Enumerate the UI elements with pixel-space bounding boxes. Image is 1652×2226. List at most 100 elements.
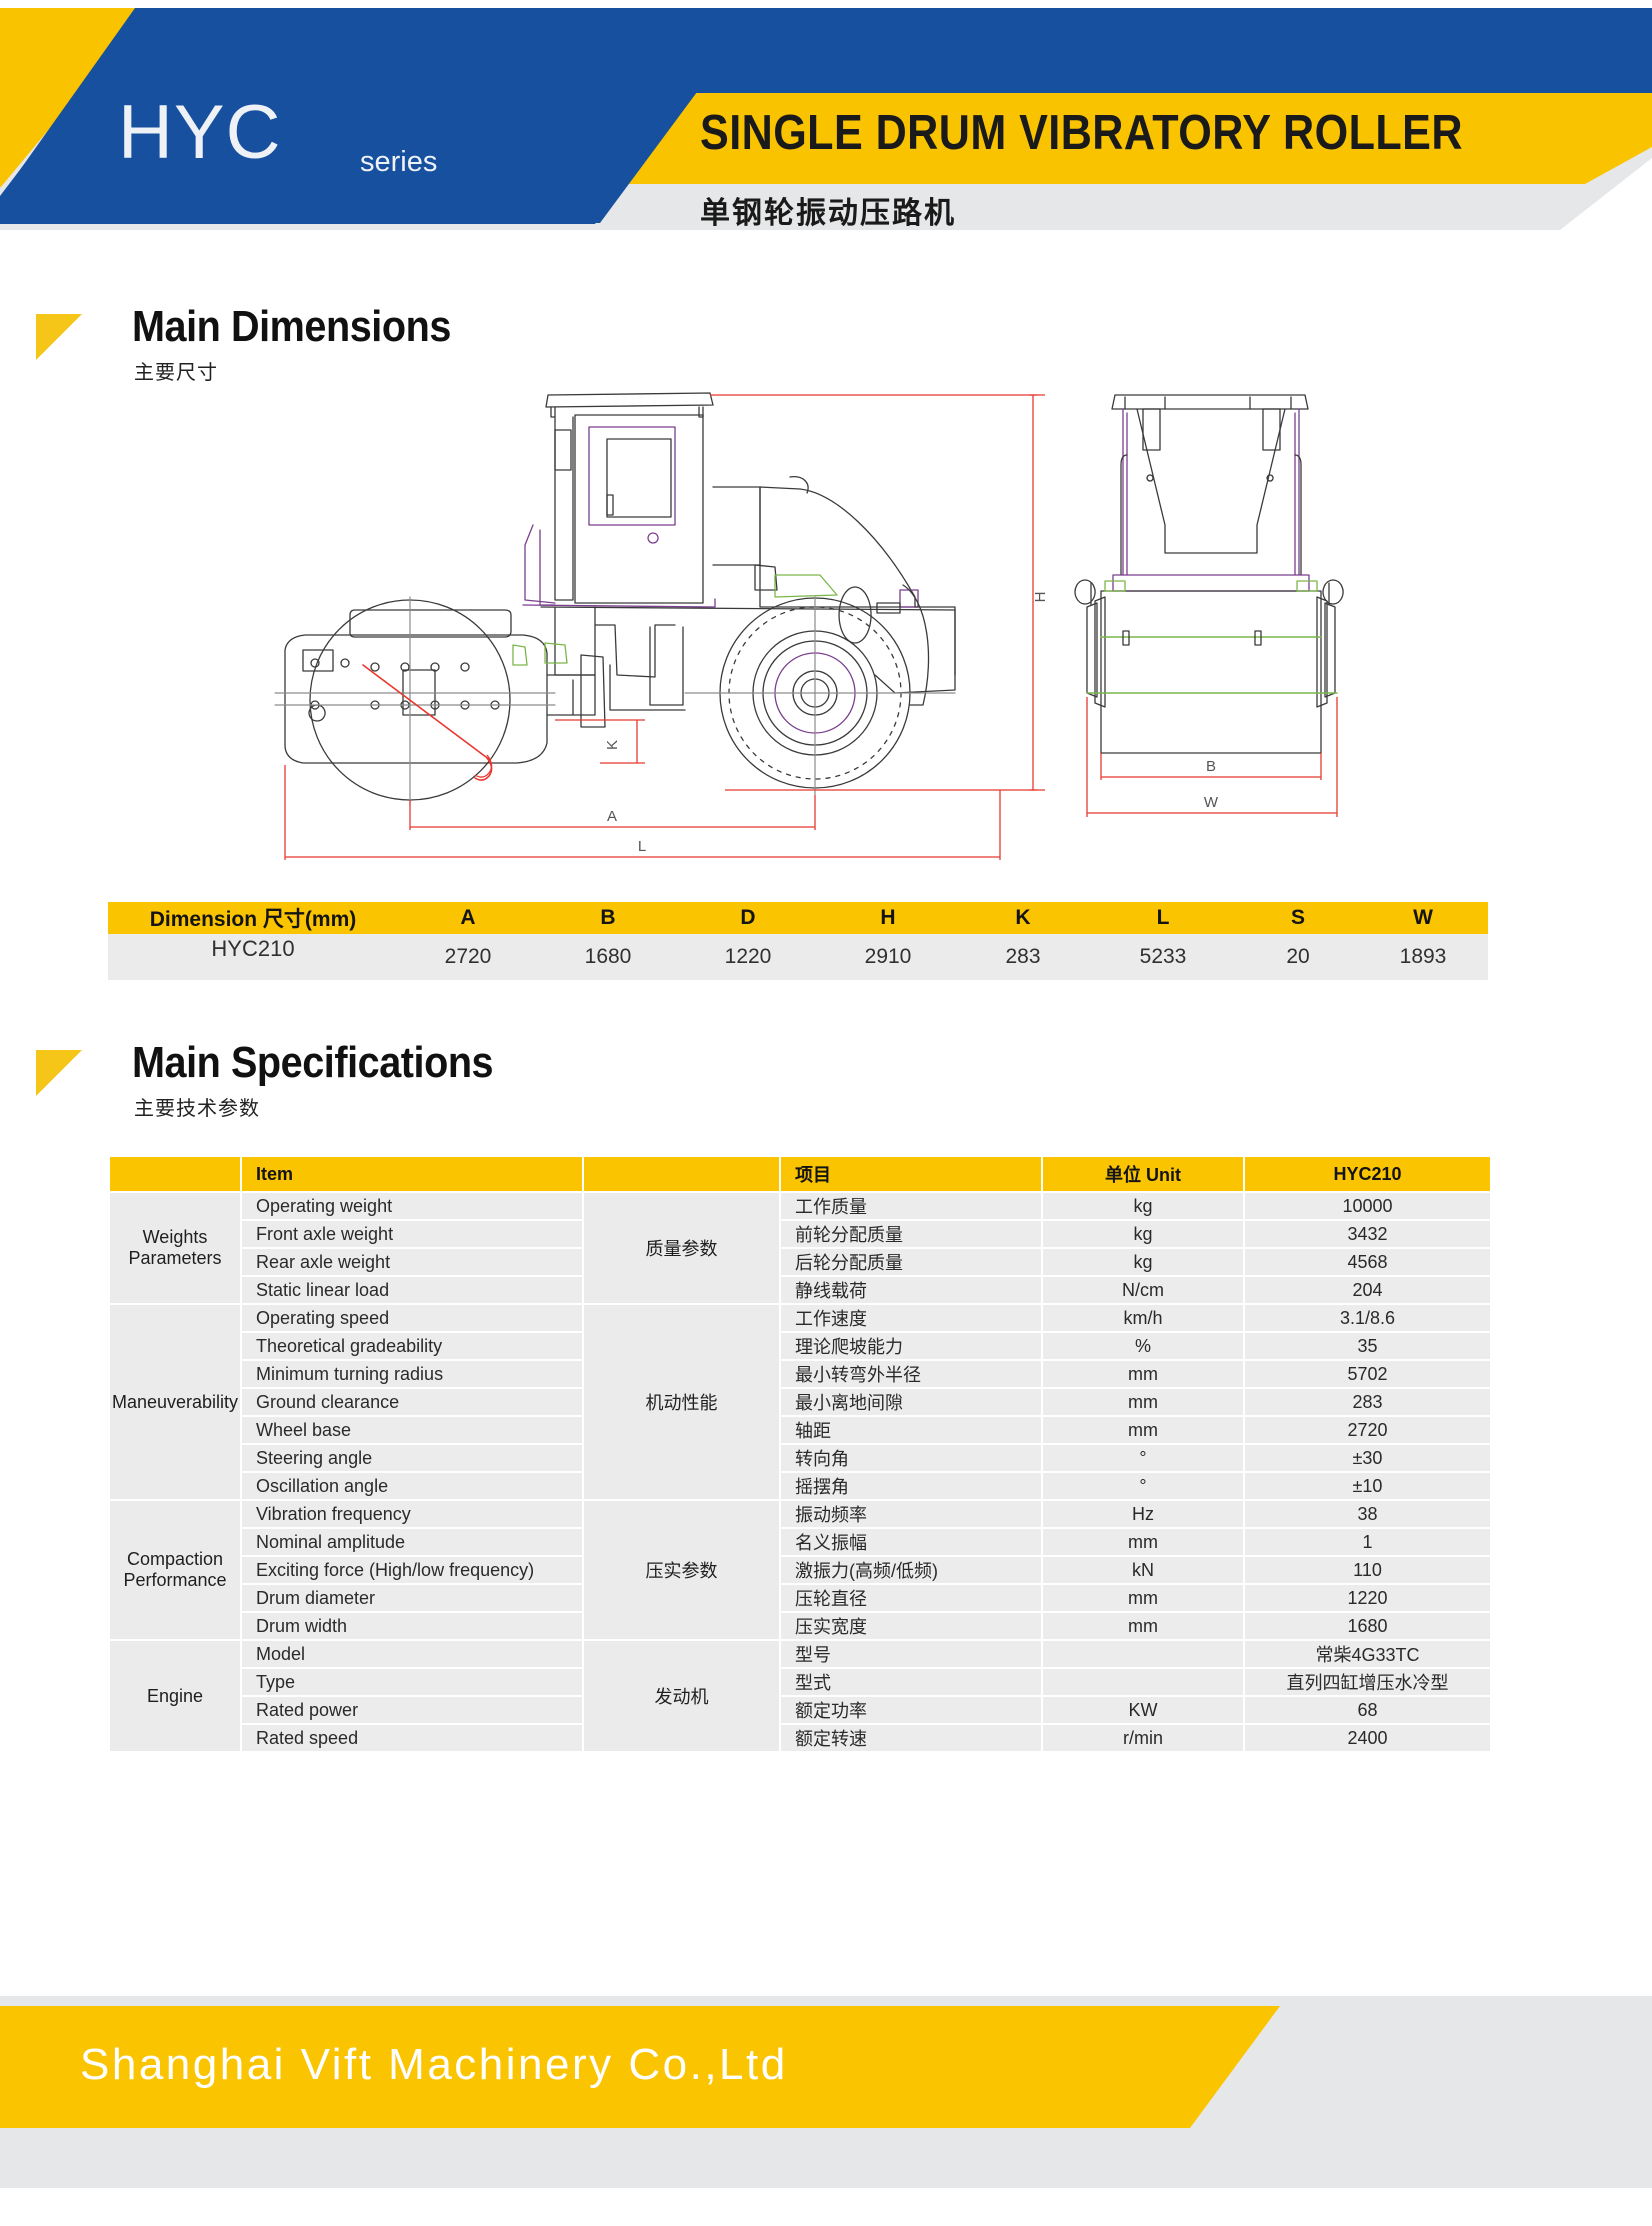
spec-item-en: Operating weight: [242, 1193, 582, 1219]
spec-unit: N/cm: [1043, 1277, 1243, 1303]
spec-item-cn: 振动频率: [781, 1501, 1041, 1527]
spec-item-en: Rated power: [242, 1697, 582, 1723]
dimension-value-B: 1680: [538, 934, 678, 980]
dimension-col-B: B: [538, 902, 678, 934]
spec-unit: %: [1043, 1333, 1243, 1359]
spec-item-cn: 额定转速: [781, 1725, 1041, 1751]
spec-value: 直列四缸增压水冷型: [1245, 1669, 1490, 1695]
spec-unit: mm: [1043, 1585, 1243, 1611]
spec-group-label-cn: 压实参数: [584, 1501, 779, 1639]
dimension-value-W: 1893: [1358, 934, 1488, 980]
triangle-bullet-icon: [36, 314, 82, 360]
technical-drawing: H K A L: [255, 375, 1415, 870]
table-row: Exciting force (High/low frequency) 激振力(高…: [110, 1557, 1490, 1583]
spec-unit: kN: [1043, 1557, 1243, 1583]
spec-group-label-en: Engine: [110, 1641, 240, 1751]
spec-header-item-en: Item: [242, 1157, 582, 1191]
spec-item-cn: 工作速度: [781, 1305, 1041, 1331]
spec-item-cn: 型式: [781, 1669, 1041, 1695]
spec-unit: [1043, 1669, 1243, 1695]
dimension-col-S: S: [1238, 902, 1358, 934]
spec-item-en: Oscillation angle: [242, 1473, 582, 1499]
spec-value: 2400: [1245, 1725, 1490, 1751]
header-yellow-title-band: [600, 92, 1652, 184]
section-title-en: Main Specifications: [132, 1038, 494, 1087]
spec-item-cn: 工作质量: [781, 1193, 1041, 1219]
dimension-col-W: W: [1358, 902, 1488, 934]
drawing-label-B: B: [1206, 758, 1216, 775]
spec-value: 4568: [1245, 1249, 1490, 1275]
brand-series-label: series: [360, 146, 438, 178]
spec-value: 110: [1245, 1557, 1490, 1583]
drawing-label-A: A: [607, 808, 617, 825]
spec-value: 68: [1245, 1697, 1490, 1723]
spec-unit: °: [1043, 1445, 1243, 1471]
spec-value: 常柴4G33TC: [1245, 1641, 1490, 1667]
spec-unit: kg: [1043, 1221, 1243, 1247]
dimension-value-H: 2910: [818, 934, 958, 980]
spec-unit: kg: [1043, 1249, 1243, 1275]
product-title-cn: 单钢轮振动压路机: [700, 197, 956, 230]
spec-item-en: Minimum turning radius: [242, 1361, 582, 1387]
spec-unit: °: [1043, 1473, 1243, 1499]
spec-group-label-en: Maneuverability: [110, 1305, 240, 1499]
drawing-label-H: H: [1032, 592, 1049, 603]
spec-value: 3432: [1245, 1221, 1490, 1247]
spec-item-cn: 名义振幅: [781, 1529, 1041, 1555]
spec-item-cn: 转向角: [781, 1445, 1041, 1471]
dimension-row-model: HYC210: [108, 934, 398, 980]
spec-group-label-cn: 发动机: [584, 1641, 779, 1751]
spec-table-header-row: Item 项目 单位 Unit HYC210: [110, 1157, 1490, 1191]
page-footer: Shanghai Vift Machinery Co.,Ltd: [0, 1996, 1652, 2188]
footer-company-name: Shanghai Vift Machinery Co.,Ltd: [80, 2040, 788, 2089]
spec-group-label-cn: 质量参数: [584, 1193, 779, 1303]
spec-header-model: HYC210: [1245, 1157, 1490, 1191]
spec-unit: mm: [1043, 1529, 1243, 1555]
spec-item-en: Drum diameter: [242, 1585, 582, 1611]
product-title-en: SINGLE DRUM VIBRATORY ROLLER: [700, 106, 1463, 160]
spec-item-en: Type: [242, 1669, 582, 1695]
drawing-label-W: W: [1204, 794, 1219, 811]
spec-value: ±30: [1245, 1445, 1490, 1471]
spec-header-unit: 单位 Unit: [1043, 1157, 1243, 1191]
drawing-label-L: L: [638, 838, 646, 855]
spec-value: 283: [1245, 1389, 1490, 1415]
section-title-cn: 主要尺寸: [134, 362, 218, 384]
spec-item-en: Static linear load: [242, 1277, 582, 1303]
spec-value: 5702: [1245, 1361, 1490, 1387]
spec-item-en: Exciting force (High/low frequency): [242, 1557, 582, 1583]
spec-item-cn: 前轮分配质量: [781, 1221, 1041, 1247]
spec-item-cn: 最小离地间隙: [781, 1389, 1041, 1415]
dimension-table-header-row: Dimension 尺寸(mm) A B D H K L S W: [108, 902, 1488, 934]
dimension-table: Dimension 尺寸(mm) A B D H K L S W HYC210 …: [108, 902, 1488, 980]
section-title-en: Main Dimensions: [132, 302, 451, 351]
spec-item-en: Nominal amplitude: [242, 1529, 582, 1555]
dimension-value-S: 20: [1238, 934, 1358, 980]
spec-unit: mm: [1043, 1613, 1243, 1639]
section-heading-dimensions: Main Dimensions 主要尺寸: [36, 302, 736, 396]
drawing-label-K: K: [604, 740, 621, 750]
spec-item-cn: 激振力(高频/低频): [781, 1557, 1041, 1583]
spec-item-cn: 压实宽度: [781, 1613, 1041, 1639]
spec-value: 3.1/8.6: [1245, 1305, 1490, 1331]
spec-item-en: Vibration frequency: [242, 1501, 582, 1527]
spec-unit: mm: [1043, 1417, 1243, 1443]
spec-value: 2720: [1245, 1417, 1490, 1443]
dimension-value-K: 283: [958, 934, 1088, 980]
dimension-col-A: A: [398, 902, 538, 934]
